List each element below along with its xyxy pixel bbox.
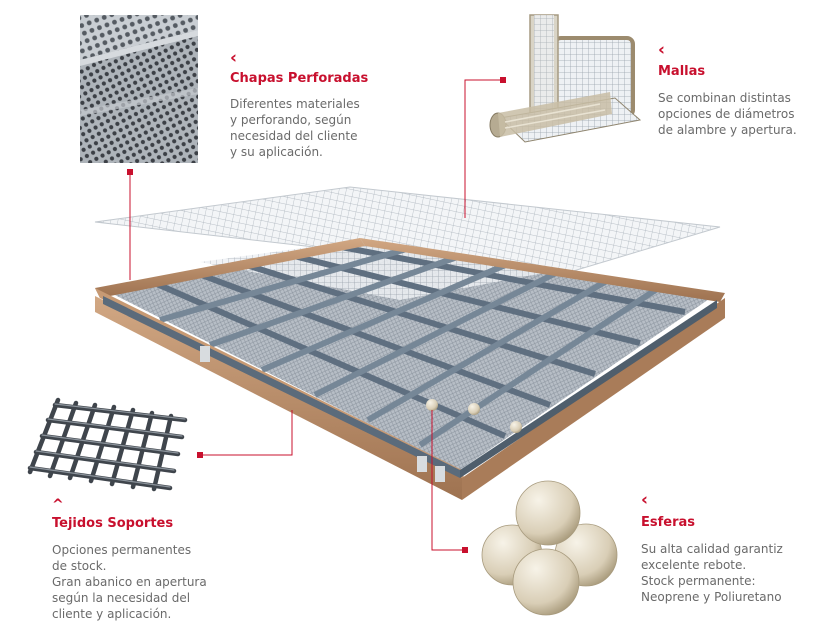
callout-description: Diferentes materiales y perforando, segú… (230, 96, 360, 160)
description-line: Su alta calidad garantiz (641, 542, 783, 556)
callout-title: Esferas (641, 515, 696, 530)
description-line: Diferentes materiales (230, 97, 360, 111)
description-line: necesidad del cliente (230, 129, 358, 143)
callout-leader-lines (129, 79, 502, 551)
chevron-left-icon: ‹ (658, 40, 666, 60)
callout-description: Su alta calidad garantiz excelente rebot… (641, 541, 783, 605)
description-line: Opciones permanentes (52, 543, 192, 557)
chevron-left-icon: ‹ (641, 490, 649, 510)
description-line: Neoprene y Poliuretano (641, 590, 782, 604)
description-line: de alambre y apertura. (658, 123, 797, 137)
description-line: de stock. (52, 559, 107, 573)
callout-description: Se combinan distintas opciones de diámet… (658, 90, 797, 138)
description-line: cliente y aplicación. (52, 607, 172, 621)
description-line: excelente rebote. (641, 558, 747, 572)
description-line: y perforando, según (230, 113, 352, 127)
rubber-balls (481, 480, 618, 616)
chevron-left-icon: ‹ (230, 48, 238, 68)
callout-title: Mallas (658, 64, 706, 79)
callout-description: Opciones permanentes de stock. Gran aban… (52, 542, 207, 622)
description-line: Gran abanico en apertura (52, 575, 207, 589)
description-line: Stock permanente: (641, 574, 756, 588)
description-line: Se combinan distintas (658, 91, 791, 105)
callout-title: Chapas Perforadas (230, 71, 369, 86)
mesh-rolls-photo (489, 14, 642, 143)
chevron-up-icon: ^ (52, 497, 64, 513)
description-line: según la necesidad del (52, 591, 191, 605)
description-line: opciones de diámetros (658, 107, 795, 121)
callout-title: Tejidos Soportes (52, 516, 174, 531)
woven-support-mesh (27, 397, 188, 492)
perforated-sheet-photo (80, 15, 198, 163)
callout-leader-dots (127, 77, 506, 553)
sieve-frame-assembly (95, 238, 725, 500)
description-line: y su aplicación. (230, 145, 323, 159)
